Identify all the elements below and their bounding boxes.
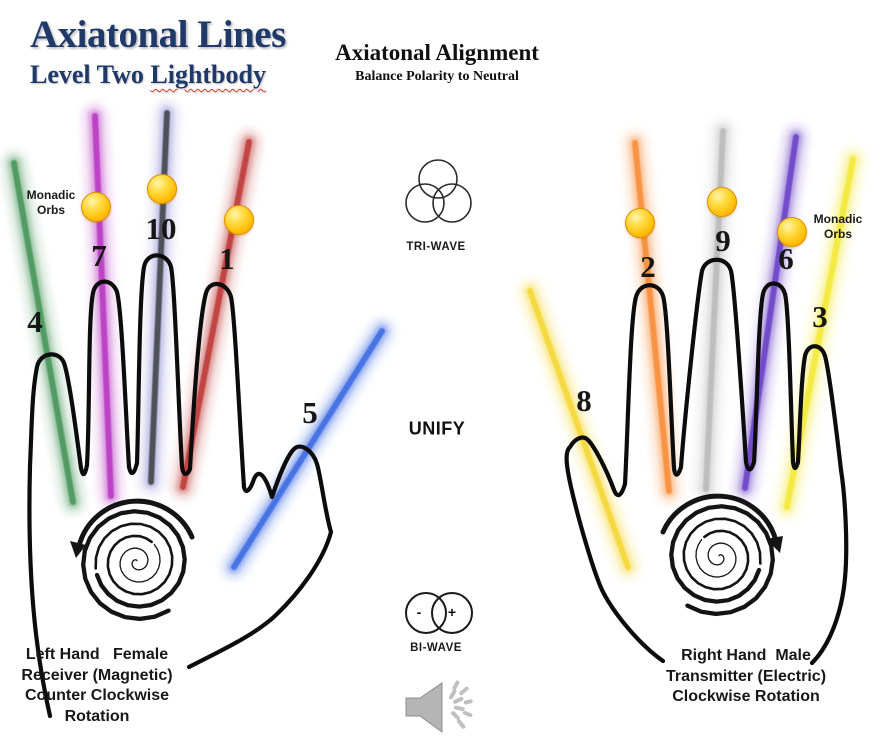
alignment-subheading: Balance Polarity to Neutral [355, 69, 519, 84]
line-number-1: 1 [219, 241, 235, 276]
line-number-5: 5 [302, 395, 318, 430]
spiral-arrow-left [76, 498, 195, 549]
spiral-arrowhead-left [70, 541, 86, 558]
spiral-arrow-right [660, 493, 779, 544]
line-number-3: 3 [812, 299, 828, 334]
left-hand-outline [27, 253, 334, 719]
right-hand-outline [564, 257, 849, 666]
bi-wave-minus: - [416, 604, 422, 620]
line-number-9: 9 [715, 223, 731, 258]
line-number-6: 6 [778, 241, 794, 276]
line-number-8: 8 [576, 383, 592, 418]
monadic-orbs-label-left: Monadic Orbs [26, 188, 76, 217]
palm-spiral-left [81, 509, 187, 622]
line-number-10: 10 [145, 211, 177, 246]
speaker-icon[interactable] [405, 680, 473, 733]
monadic-orb [707, 187, 737, 217]
left-caption-line: Counter Clockwise [24, 687, 170, 704]
right-hand-caption: Right Hand Male Transmitter (Electric) C… [646, 646, 846, 708]
unify-label: UNIFY [408, 418, 466, 439]
subtitle-spellcheck-word: Lightbody [150, 60, 266, 89]
page-title: Axiatonal Lines [30, 13, 286, 56]
alignment-heading: Axiatonal Alignment [335, 40, 539, 65]
left-caption-line: Left Hand Female [25, 646, 169, 663]
axiatonal-line-4 [1, 150, 86, 515]
spiral-arrowhead-right [766, 536, 783, 553]
tri-wave-symbol [405, 159, 472, 223]
left-caption-line: Rotation [64, 707, 130, 725]
subtitle-prefix: Level Two [30, 60, 151, 89]
axiatonal-line-8 [517, 278, 641, 580]
line-number-2: 2 [640, 249, 656, 284]
monadic-orb [147, 174, 177, 204]
right-caption-line: Right Hand Male [681, 647, 811, 664]
bi-wave-label: BI-WAVE [410, 642, 462, 654]
axiatonal-line-9 [693, 118, 736, 502]
right-caption-line: Clockwise Rotation [672, 688, 820, 705]
bi-wave-symbol [405, 592, 473, 634]
page-subtitle: Level Two Lightbody [30, 60, 266, 90]
left-caption-line: Receiver (Magnetic) [21, 666, 173, 684]
monadic-orb [777, 217, 807, 247]
line-number-4: 4 [27, 304, 43, 339]
left-hand-caption: Left Hand Female Receiver (Magnetic) Cou… [2, 645, 192, 727]
monadic-orb [625, 208, 655, 238]
monadic-orb [224, 205, 254, 235]
tri-wave-label: TRI-WAVE [406, 241, 466, 253]
right-caption-line: Transmitter (Electric) [665, 667, 827, 685]
monadic-orbs-label-right: Monadic Orbs [813, 212, 863, 241]
palm-spiral-right [669, 504, 775, 617]
axiatonal-line-10 [138, 100, 180, 495]
axiatonal-line-2 [622, 130, 682, 504]
monadic-orb [81, 192, 111, 222]
line-number-7: 7 [91, 238, 107, 273]
bi-wave-plus: + [447, 604, 457, 620]
axiatonal-line-7 [82, 103, 124, 509]
